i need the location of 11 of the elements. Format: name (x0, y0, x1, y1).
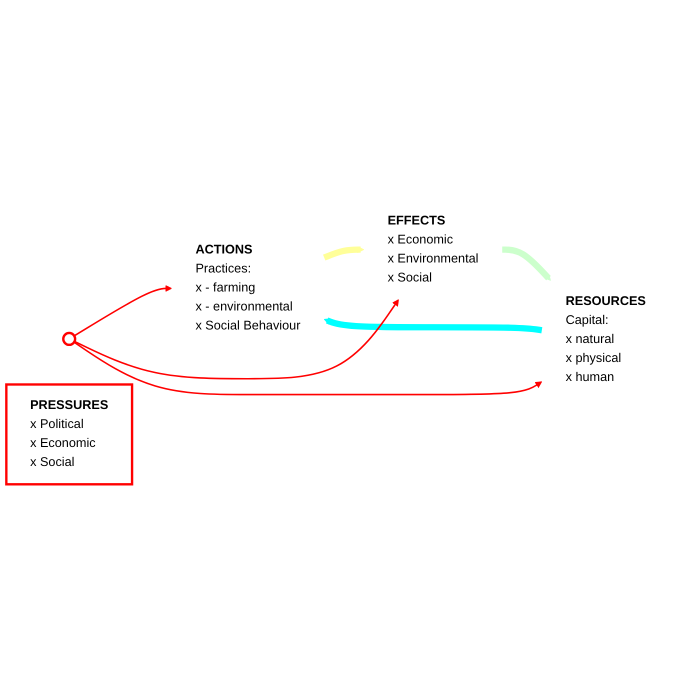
arrow (74, 284, 172, 337)
node-text: ACTIONS Practices: x - farming x - environmental x Social Behaviour (195, 243, 300, 333)
node-text: EFFECTS x Economic x Environmental x Social (388, 214, 478, 284)
arrow (74, 299, 399, 380)
arrow (324, 318, 542, 334)
arrow (74, 342, 542, 396)
arrow (502, 246, 551, 281)
node-text: RESOURCES Capital: x natural x physical x human (566, 294, 646, 384)
arrow (323, 246, 364, 261)
node-circle (62, 332, 76, 346)
node-box: PRESSURES x Political x Economic x Social (5, 383, 134, 486)
